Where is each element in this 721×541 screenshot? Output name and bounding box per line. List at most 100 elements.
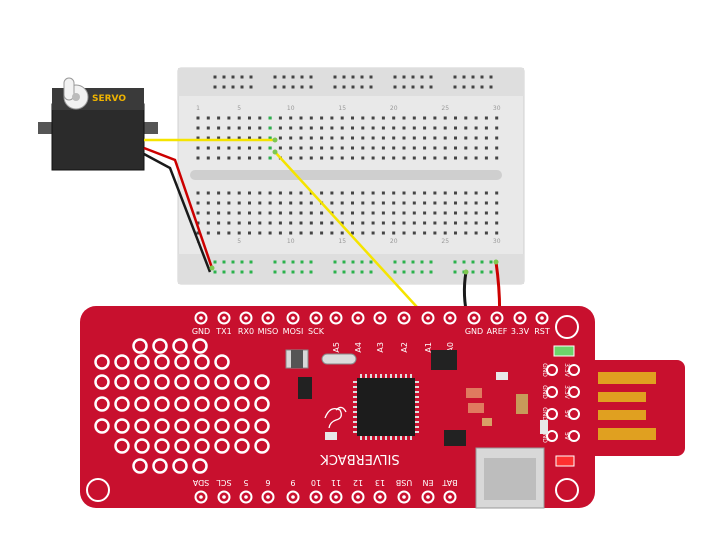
rail-hole: [300, 85, 304, 89]
breadboard-hole: [217, 221, 221, 225]
header-pin-hole: [426, 316, 430, 320]
rail-hole: [282, 260, 286, 264]
breadboard-hole: [361, 126, 365, 130]
breadboard-hole: [474, 126, 478, 130]
servo-horn-center: [72, 93, 80, 101]
rail-hole: [402, 270, 406, 274]
breadboard-hole: [371, 156, 375, 160]
breadboard-hole: [320, 116, 324, 120]
led-red: [555, 455, 575, 467]
rail-hole: [360, 270, 364, 274]
breadboard-column-number: 20: [390, 238, 398, 245]
breadboard-hole: [381, 126, 385, 130]
pin-label: BAT: [442, 478, 457, 487]
chip-leg: [353, 421, 357, 423]
proto-hole: [254, 418, 270, 434]
breadboard-hole: [206, 211, 210, 215]
proto-hole: [214, 418, 230, 434]
side-pin-label: GND: [541, 407, 548, 421]
breadboard-hole: [206, 221, 210, 225]
breadboard-hole: [289, 146, 293, 150]
breadboard-hole: [433, 221, 437, 225]
breadboard-hole: [340, 126, 344, 130]
breadboard-hole: [351, 116, 354, 120]
rail-hole: [402, 85, 406, 89]
header-pin-hole: [378, 495, 382, 499]
header-pin-hole: [266, 495, 270, 499]
chip-leg: [415, 401, 419, 403]
breadboard-hole: [402, 191, 406, 195]
breadboard-hole: [402, 156, 406, 160]
breadboard-hole: [402, 146, 406, 150]
pin-label: A0: [446, 342, 455, 353]
breadboard-hole: [371, 201, 375, 205]
breadboard-hole: [258, 221, 262, 225]
breadboard-hole: [392, 146, 396, 150]
header-pin-hole: [426, 495, 430, 499]
rail-hole: [333, 75, 337, 79]
breadboard-column-number: 10: [287, 105, 295, 112]
breadboard-hole: [392, 231, 396, 235]
breadboard-hole: [299, 156, 303, 160]
rail-hole: [429, 85, 433, 89]
breadboard-channel: [190, 170, 502, 180]
breadboard-hole: [402, 201, 406, 205]
breadboard-hole: [258, 126, 262, 130]
breadboard-hole: [464, 116, 468, 120]
breadboard-hole: [454, 221, 457, 225]
header-pin-hole: [356, 316, 360, 320]
breadboard-hole: [371, 211, 375, 215]
usb-contacts: [598, 372, 656, 440]
breadboard-hole: [433, 146, 437, 150]
breadboard-hole: [351, 201, 354, 205]
side-pin-label: 5V: [563, 432, 570, 441]
rail-hole: [351, 85, 355, 89]
header-pin-hole: [222, 316, 226, 320]
rail-hole: [453, 260, 457, 264]
breadboard-hole: [454, 146, 457, 150]
chip-leg: [353, 411, 357, 413]
pin-label: 13: [375, 478, 385, 487]
breadboard-hole: [371, 126, 375, 130]
rail-hole: [291, 260, 295, 264]
rail-hole: [489, 270, 493, 274]
breadboard-hole: [248, 146, 251, 150]
breadboard-hole: [206, 126, 210, 130]
proto-hole: [94, 374, 110, 390]
chip-leg: [353, 386, 357, 388]
chip-leg: [410, 374, 412, 378]
chip-leg: [375, 436, 377, 440]
breadboard-hole: [484, 191, 488, 195]
breadboard-hole: [454, 231, 457, 235]
breadboard-hole: [495, 191, 499, 195]
proto-hole-grid: [94, 338, 270, 474]
chip-leg: [370, 374, 372, 378]
proto-hole: [114, 354, 130, 370]
breadboard-hole: [351, 221, 354, 225]
chip-leg: [365, 374, 367, 378]
breadboard-hole: [217, 116, 221, 120]
breadboard-hole: [433, 156, 437, 160]
proto-hole: [254, 374, 270, 390]
rail-hole: [222, 75, 226, 79]
breadboard-hole: [320, 126, 324, 130]
breadboard-hole: [484, 126, 488, 130]
breadboard-hole: [361, 146, 365, 150]
breadboard-hole: [371, 116, 375, 120]
breadboard-hole: [381, 191, 385, 195]
rail-hole: [489, 85, 493, 89]
pin-label: GND: [192, 327, 210, 336]
side-pin-label: GND: [541, 385, 548, 399]
rail-hole: [420, 260, 424, 264]
breadboard-top-rail: [178, 68, 524, 96]
rail-hole: [213, 85, 217, 89]
side-pin-label: 5V: [563, 410, 570, 419]
chip-leg: [395, 436, 397, 440]
breadboard-hole: [423, 221, 427, 225]
breadboard-hole: [330, 156, 334, 160]
servo: SERVO: [38, 77, 158, 171]
usb-contact: [598, 392, 646, 402]
pin-label: A2: [400, 342, 409, 353]
